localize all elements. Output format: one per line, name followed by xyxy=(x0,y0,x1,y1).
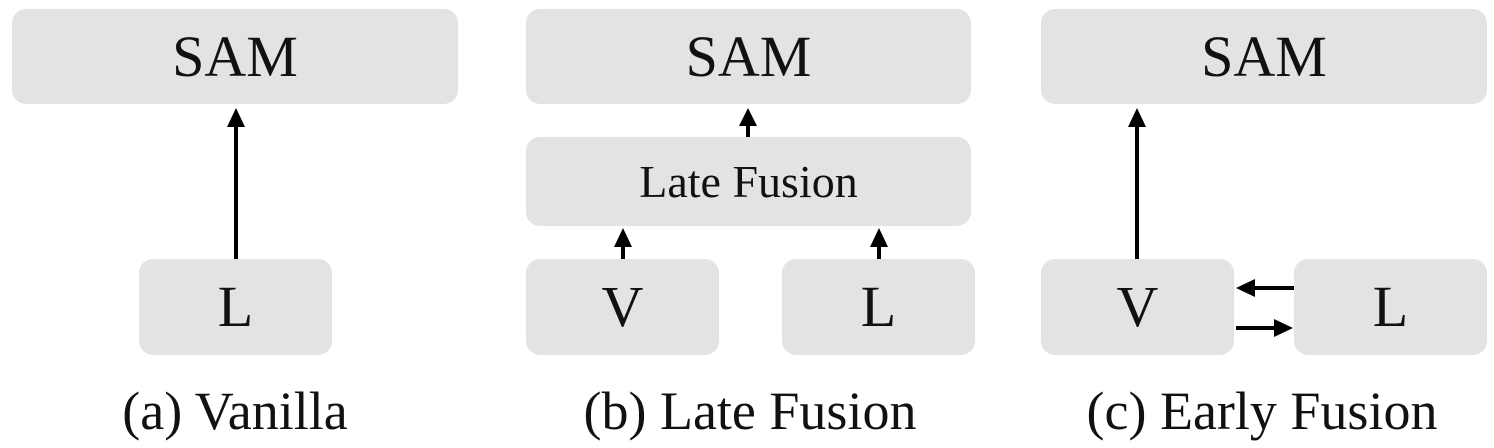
panel-a-caption: (a) Vanilla xyxy=(122,381,348,441)
panel-a-language-label: L xyxy=(217,274,254,339)
panel-c-vision-label: V xyxy=(1116,274,1159,339)
panel-b-fusion-to-sam-arrow-icon xyxy=(739,108,757,137)
panel-b-language-label: L xyxy=(860,274,897,339)
panel-c-left-arrow-icon xyxy=(1236,279,1294,297)
panel-b-late-fusion-box: Late Fusion xyxy=(526,137,971,226)
panel-b-vision-label: V xyxy=(601,274,644,339)
panel-c-sam-box: SAM xyxy=(1041,9,1487,104)
panel-b-sam-label: SAM xyxy=(685,23,812,89)
panel-b-sam-box: SAM xyxy=(526,9,971,104)
panel-a-sam-box: SAM xyxy=(12,9,458,104)
panel-c-right-arrow-icon xyxy=(1236,319,1293,337)
panel-b-language-box: L xyxy=(782,259,975,355)
panel-c-caption: (c) Early Fusion xyxy=(1086,381,1438,441)
panel-a-language-box: L xyxy=(139,259,332,355)
panel-c-language-box: L xyxy=(1294,259,1487,355)
panel-c-vision-box: V xyxy=(1041,259,1234,355)
panel-c-arrow-up-icon xyxy=(1128,108,1146,259)
panel-a-arrow-up-icon xyxy=(227,108,245,259)
panel-b-late-fusion-label: Late Fusion xyxy=(639,155,858,207)
panel-c-sam-label: SAM xyxy=(1201,23,1327,89)
panel-c-language-label: L xyxy=(1372,274,1409,339)
panel-b-caption: (b) Late Fusion xyxy=(583,381,917,441)
panel-a-sam-label: SAM xyxy=(172,23,298,89)
panel-b-language-to-fusion-arrow-icon xyxy=(870,228,888,259)
panel-b-vision-to-fusion-arrow-icon xyxy=(614,228,632,259)
panel-b-vision-box: V xyxy=(526,259,719,355)
